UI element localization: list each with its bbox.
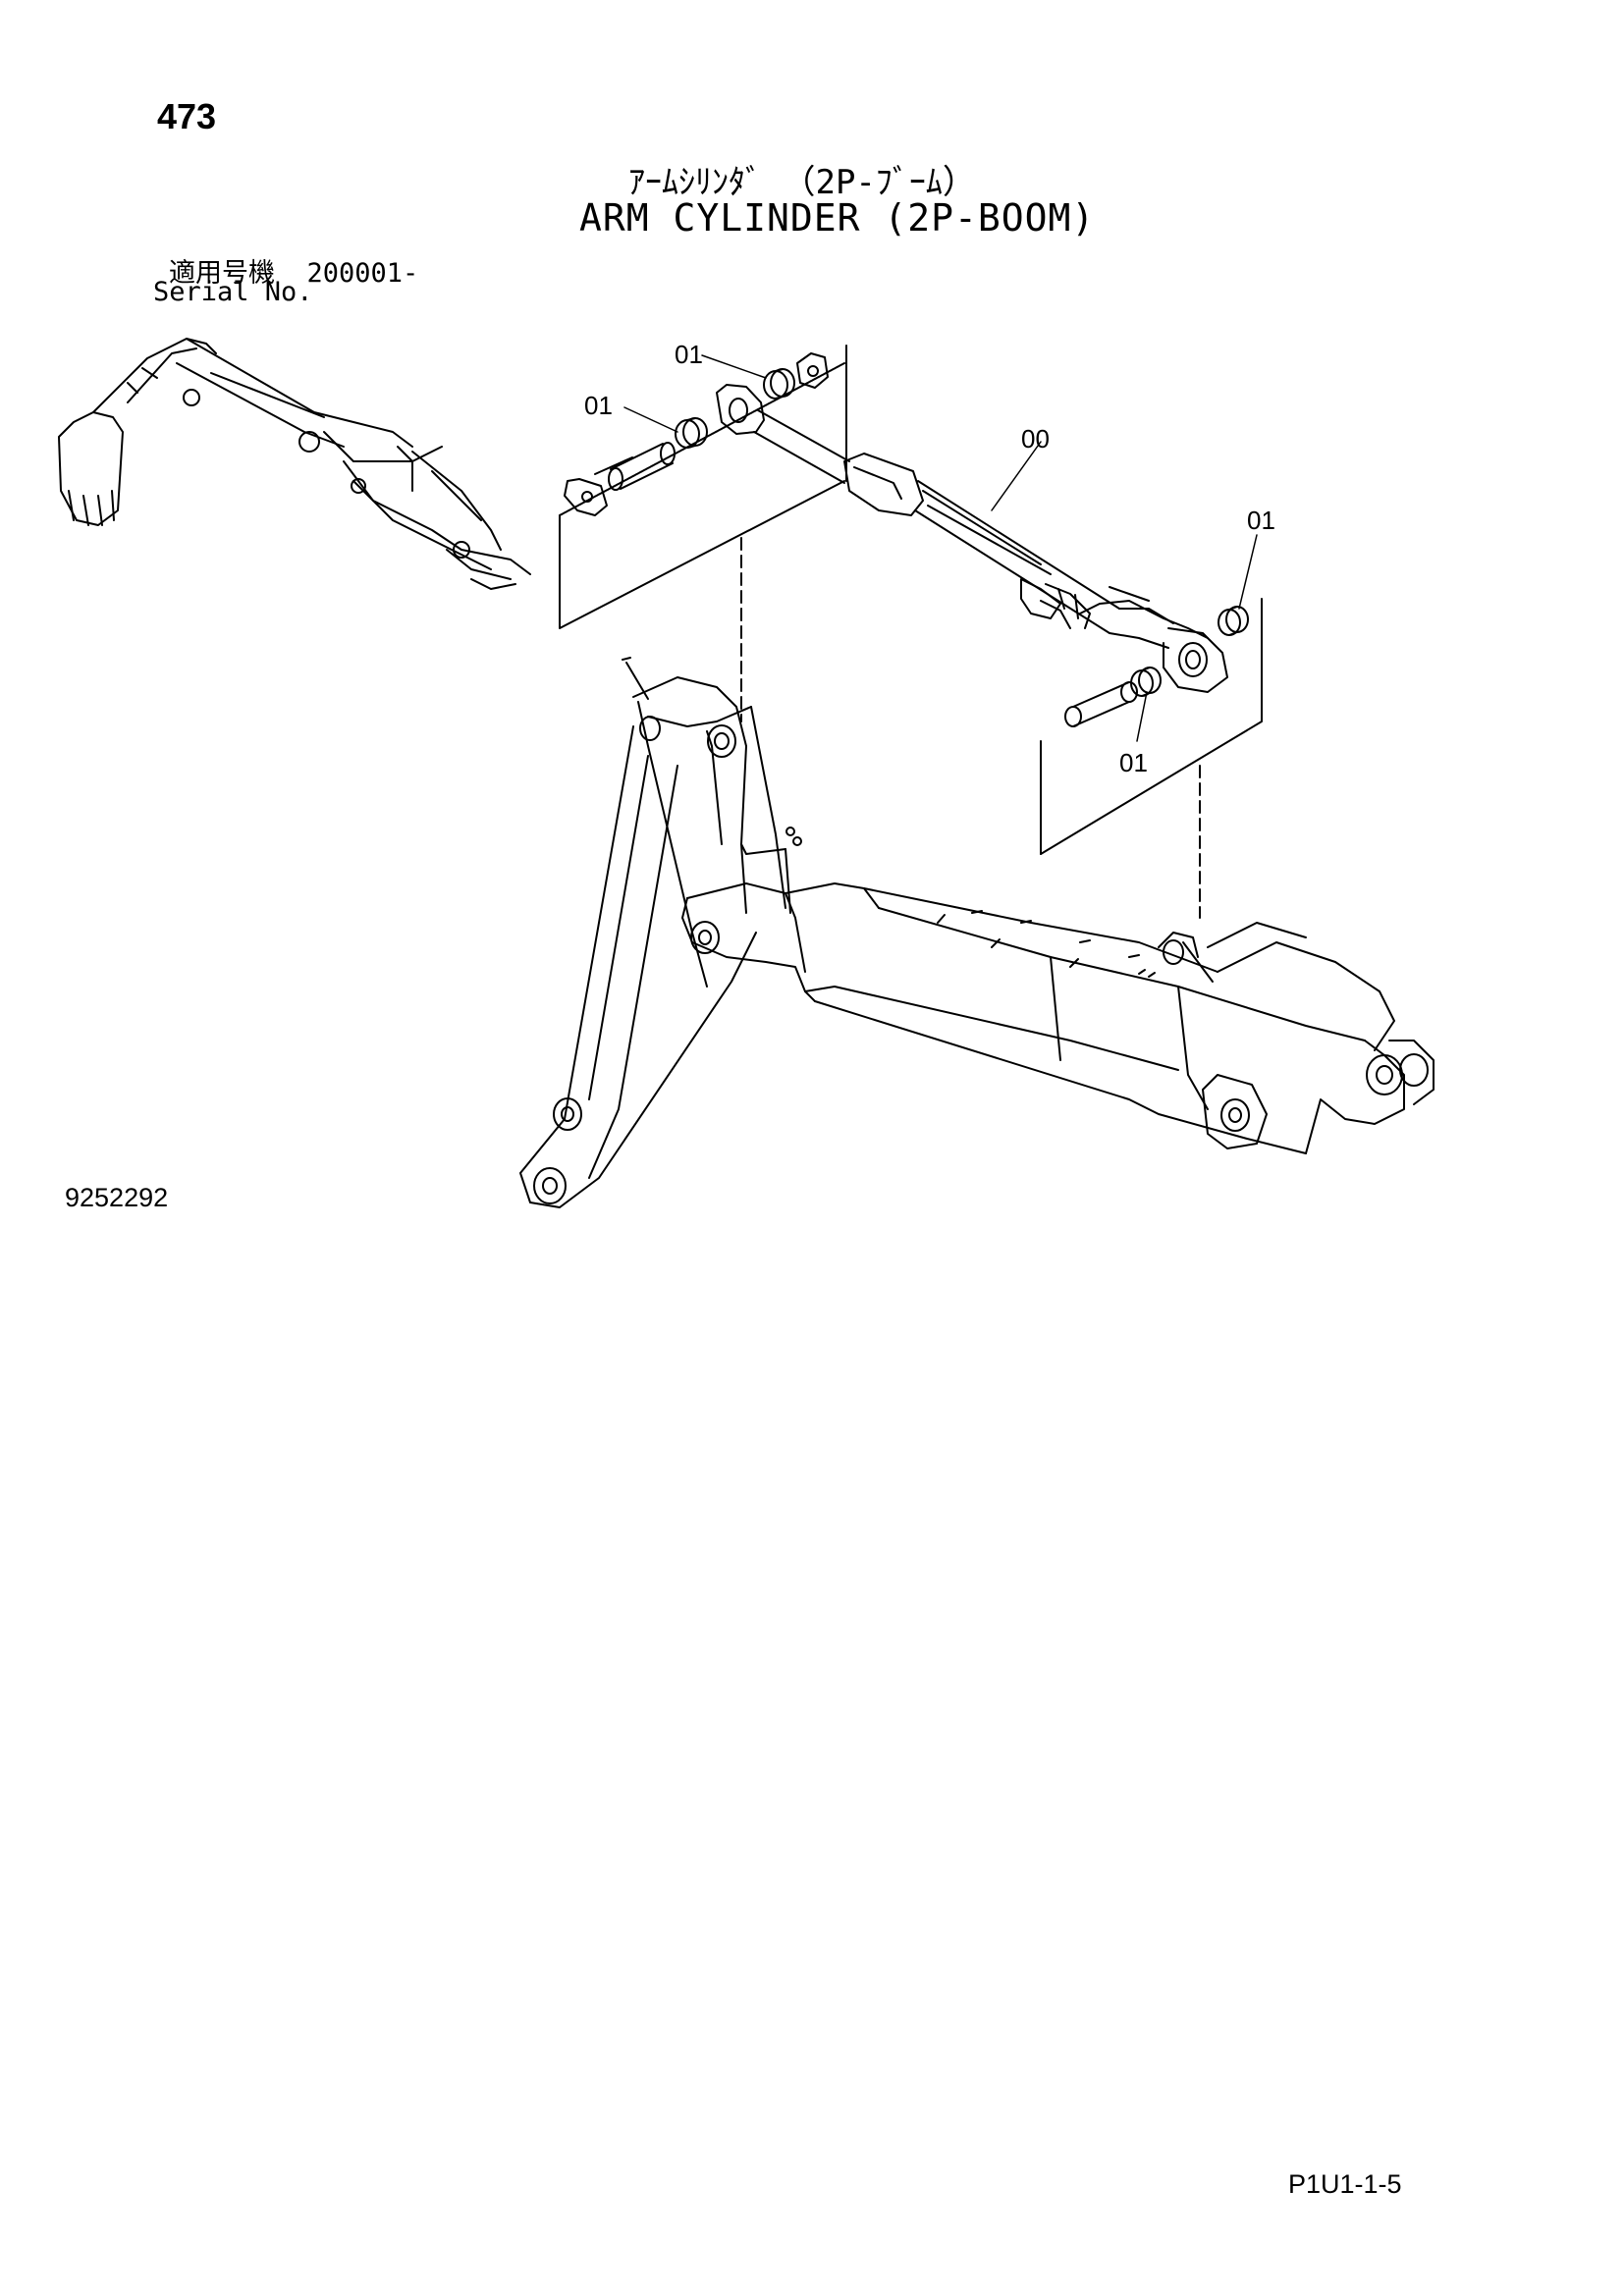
excavator-overview-thumbnail: [58, 338, 531, 590]
lower-right-pin-group: [1064, 667, 1162, 727]
right-upper-collar: [1040, 598, 1263, 855]
serial-line-japanese: 適用号機 200001-: [169, 251, 418, 290]
arm-cylinder: [716, 384, 1228, 693]
callout-01-top: 01: [675, 340, 703, 369]
parts-diagram: [58, 338, 1435, 1208]
title-english: ARM CYLINDER (2P-BOOM): [579, 196, 1096, 240]
boom-structure: [519, 676, 1435, 1208]
bolt-and-washers: [622, 657, 802, 846]
callout-leaders: [623, 354, 1258, 742]
title-japanese: ｱｰﾑｼﾘﾝﾀﾞ （2P-ﾌﾞｰﾑ）: [628, 163, 976, 202]
upper-right-collar-group: [763, 345, 847, 482]
page-number: 473: [157, 96, 217, 136]
callout-01-right: 01: [1247, 506, 1275, 535]
serial-value: 200001-: [306, 258, 419, 289]
callout-01-left: 01: [584, 391, 613, 420]
upper-left-pin-group: [559, 362, 845, 629]
serial-label-japanese: 適用号機: [169, 258, 275, 289]
page-code: P1U1-1-5: [1288, 2169, 1402, 2199]
serial-label-english: Serial No.: [153, 277, 313, 307]
assembly-guide-lines: [740, 537, 1201, 919]
callout-01-bottom: 01: [1119, 748, 1148, 777]
callout-00-cylinder: 00: [1021, 424, 1050, 454]
drawing-number: 9252292: [65, 1183, 169, 1212]
